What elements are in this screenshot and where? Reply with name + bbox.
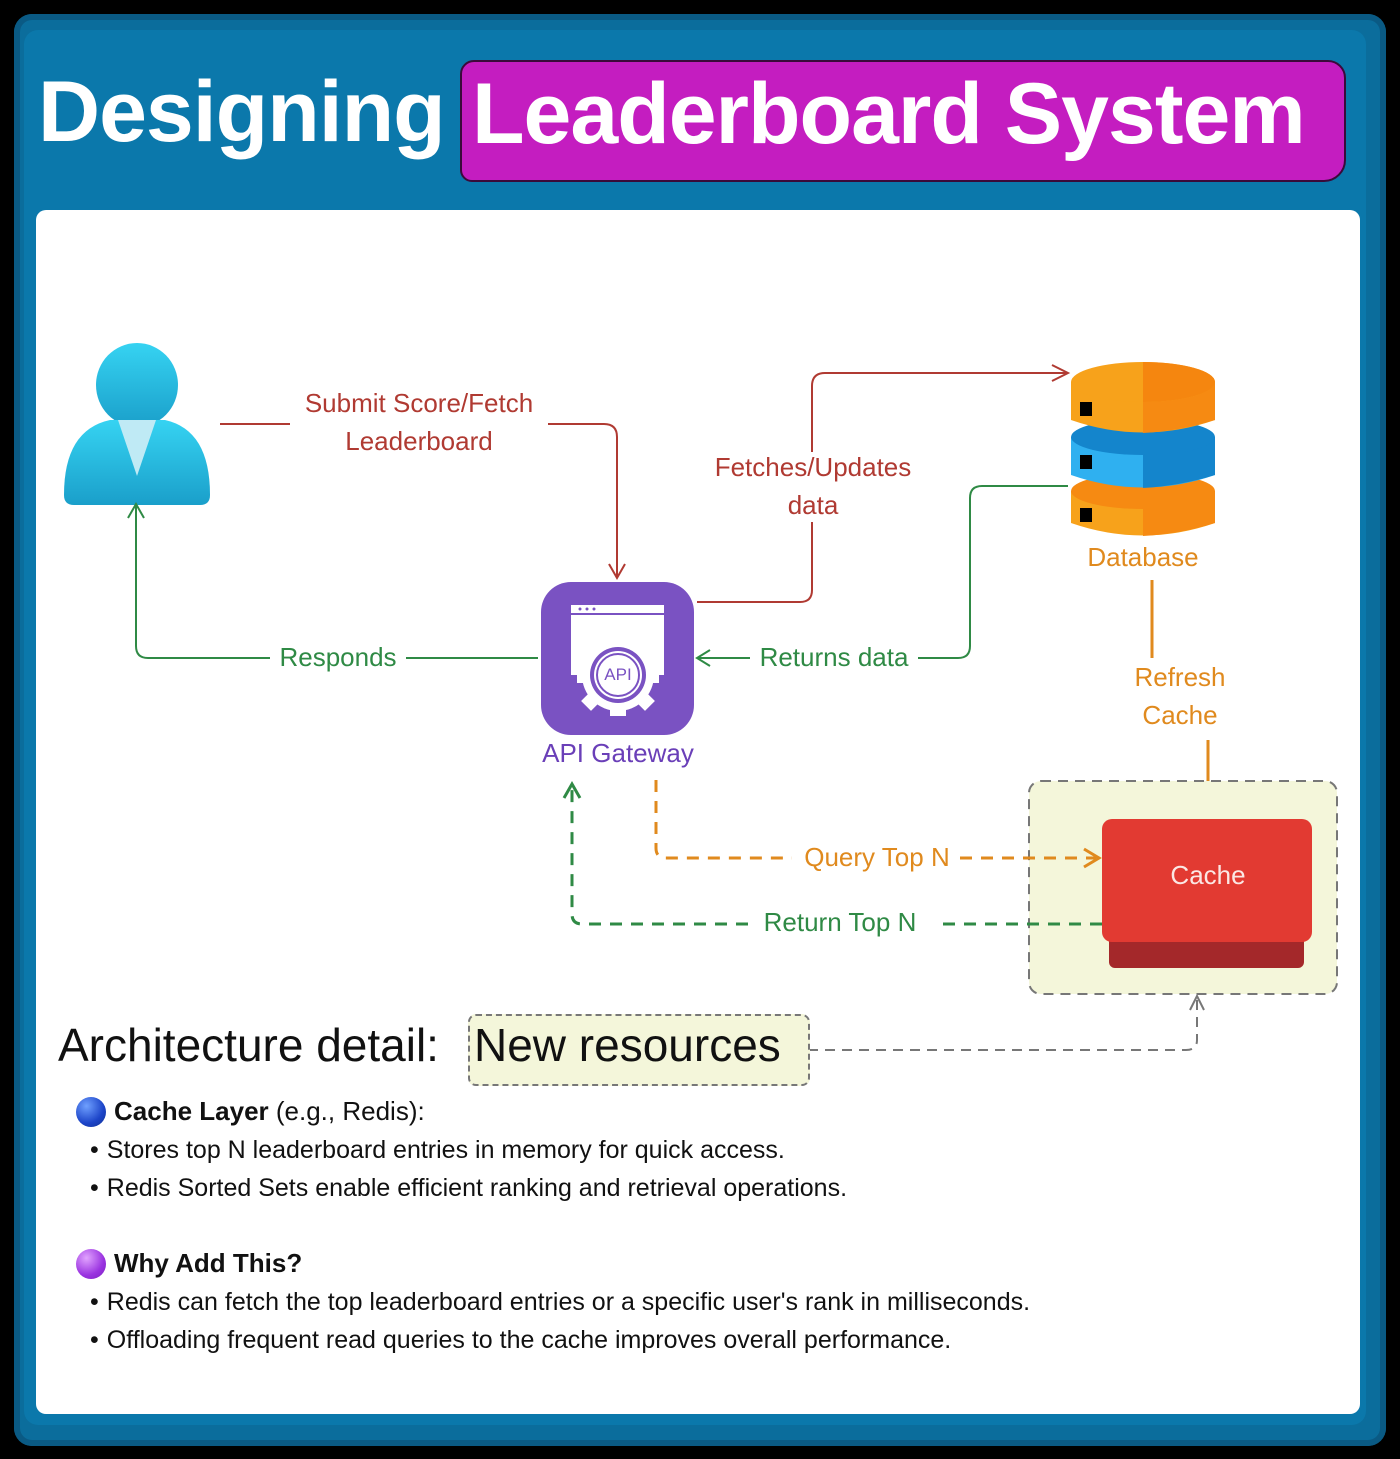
purple-circle-icon: [76, 1248, 106, 1279]
title-highlight: Leaderboard System: [472, 66, 1306, 162]
returns-data-arrow: [695, 485, 1068, 667]
cache-label: Cache: [1170, 860, 1246, 890]
return-top-n-label: Return Top N: [763, 907, 917, 937]
fetches-label-line1: Fetches/Updates: [714, 452, 912, 482]
submit-label-line1: Submit Score/Fetch: [304, 388, 534, 418]
architecture-title: Architecture detail:: [58, 1019, 439, 1071]
user-icon: [64, 343, 210, 505]
why-add-heading-bold: Why Add This?: [114, 1248, 303, 1278]
fetches-arrow: [697, 364, 1071, 603]
cache-layer-heading-rest: (e.g., Redis):: [268, 1096, 425, 1126]
api-gateway-icon: [541, 582, 694, 735]
title-prefix: Designing: [38, 64, 446, 160]
new-resources-pointer: [808, 993, 1205, 1051]
new-resources-badge-text: New resources: [474, 1019, 781, 1071]
responds-label: Responds: [279, 642, 397, 672]
cache-layer-heading-bold: Cache Layer: [114, 1096, 269, 1126]
query-top-n-arrow: [654, 780, 1096, 860]
query-top-n-label: Query Top N: [804, 842, 950, 872]
cache-layer-bullet: Redis Sorted Sets enable efficient ranki…: [90, 1174, 847, 1203]
responds-arrow: [127, 501, 538, 659]
database-label: Database: [1087, 542, 1199, 572]
why-add-bullet: Offloading frequent read queries to the …: [90, 1326, 951, 1355]
returns-data-label: Returns data: [759, 642, 909, 672]
database-icon: [1071, 362, 1215, 536]
title-highlight-pill: [460, 60, 1346, 182]
return-top-n-arrow: [570, 790, 1102, 926]
query-arrowhead: [1083, 847, 1102, 869]
refresh-label-line1: Refresh: [1134, 662, 1226, 692]
blue-circle-icon: [76, 1096, 106, 1127]
refresh-label-line2: Cache: [1142, 700, 1218, 730]
fetches-label-line2: data: [787, 490, 839, 520]
cache-layer-heading: Cache Layer (e.g., Redis):: [76, 1096, 425, 1127]
api-gateway-label: API Gateway: [542, 738, 694, 768]
submit-label-line2: Leaderboard: [345, 426, 493, 456]
cache-layer-bullet: Stores top N leaderboard entries in memo…: [90, 1136, 785, 1165]
submit-arrow: [220, 423, 626, 581]
why-add-bullet: Redis can fetch the top leaderboard entr…: [90, 1288, 1030, 1317]
cache-icon: [1102, 819, 1312, 968]
return-arrowhead: [562, 780, 582, 799]
why-add-heading: Why Add This?: [76, 1248, 302, 1279]
api-icon-text: API: [604, 665, 632, 684]
new-resources-badge: [468, 1014, 810, 1086]
